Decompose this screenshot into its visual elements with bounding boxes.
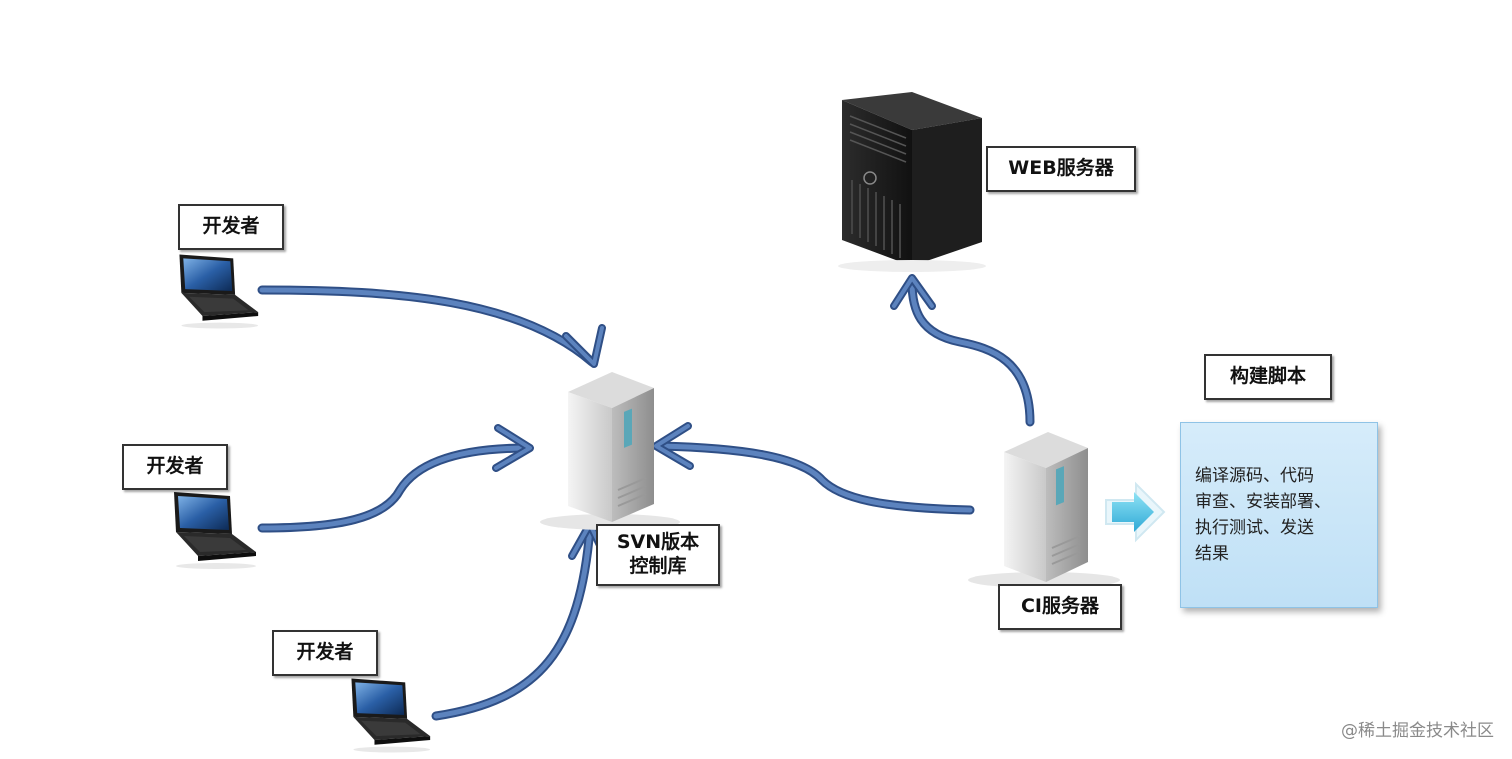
arrow-dev1-to-svn — [257, 285, 606, 368]
developer-label-text: 开发者 — [202, 215, 260, 238]
ci-server-label-text: CI服务器 — [1020, 595, 1099, 618]
web-server-icon — [838, 92, 986, 272]
arrow-ci-to-web — [890, 274, 1035, 427]
developer-label: 开发者 — [178, 204, 284, 250]
laptop-icon — [174, 492, 256, 569]
developer-label-text: 开发者 — [296, 641, 354, 664]
build-script-title-text: 构建脚本 — [1229, 365, 1306, 388]
ci-server-label: CI服务器 — [998, 584, 1122, 630]
build-script-step: 审查、安装部署、 — [1195, 492, 1331, 512]
arrow-ci-to-svn — [652, 422, 975, 515]
laptop-icon — [179, 254, 259, 329]
developer-label: 开发者 — [272, 630, 378, 676]
web-server-label-text: WEB服务器 — [1008, 157, 1114, 180]
build-script-step: 结果 — [1195, 544, 1229, 564]
arrow-dev2-to-svn — [257, 424, 534, 533]
svn-repository-label: SVN版本 控制库 — [596, 524, 720, 586]
developer-label-text: 开发者 — [146, 455, 204, 478]
svn-label-line1: SVN版本 — [616, 531, 700, 554]
build-script-step: 执行测试、发送 — [1195, 518, 1314, 538]
watermark: @稀土掘金技术社区 — [1341, 721, 1494, 741]
build-script-title: 构建脚本 — [1204, 354, 1332, 400]
svn-label-line2: 控制库 — [629, 555, 687, 577]
developer-label: 开发者 — [122, 444, 228, 490]
connector-arrows — [257, 274, 1035, 721]
right-arrow-icon — [1105, 481, 1166, 543]
server-tower-icon — [968, 432, 1120, 588]
build-script-step: 编译源码、代码 — [1195, 466, 1314, 486]
arrow-dev3-to-svn — [431, 520, 610, 721]
build-script-box: 编译源码、代码 审查、安装部署、 执行测试、发送 结果 — [1180, 422, 1378, 608]
laptop-icon — [351, 678, 431, 753]
web-server-label: WEB服务器 — [986, 146, 1136, 192]
